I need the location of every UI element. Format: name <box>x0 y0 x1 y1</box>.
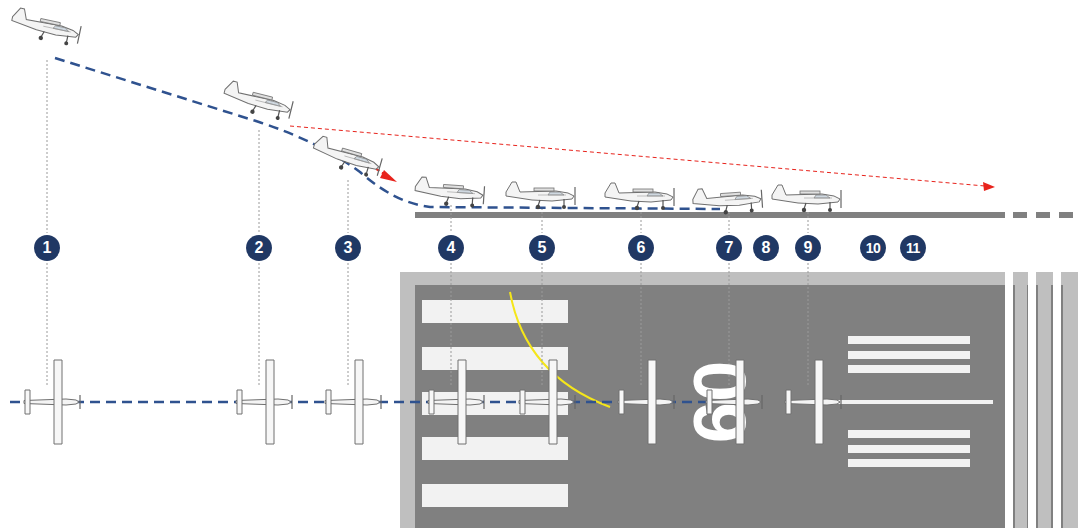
callout-number: 11 <box>900 235 926 261</box>
callout-number: 3 <box>335 235 361 261</box>
callout-number: 8 <box>753 235 779 261</box>
callout-number: 10 <box>860 235 886 261</box>
callout-number: 6 <box>628 235 654 261</box>
callout-number: 7 <box>716 235 742 261</box>
callout-number: 1 <box>34 235 60 261</box>
callout-number: 4 <box>438 235 464 261</box>
callout-number: 9 <box>795 235 821 261</box>
callout-number: 2 <box>246 235 272 261</box>
runway-number: 09 <box>682 361 756 443</box>
callout-number: 5 <box>529 235 555 261</box>
